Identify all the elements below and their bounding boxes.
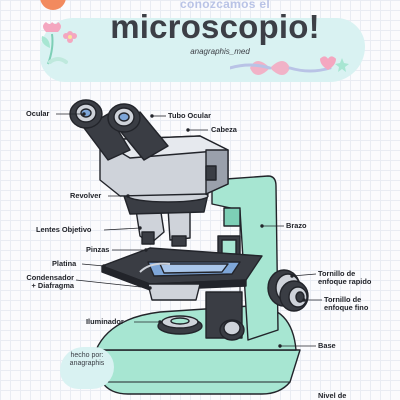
page-title: microscopio! <box>110 8 320 45</box>
credit-text: hecho por: anagraphis <box>69 352 105 367</box>
sun-icon <box>40 0 66 10</box>
label-revolver: Revolver <box>70 191 102 200</box>
label-tornillo-fino: Tornillo de enfoque fino <box>324 295 369 312</box>
label-ocular: Ocular <box>26 109 50 118</box>
label-tornillo-rapido: Tornillo de enfoque rapido <box>318 269 372 286</box>
label-nivelador: Nivel de <box>318 391 347 400</box>
page-subtitle: conozcamos el <box>180 0 270 11</box>
label-tubo-ocular: Tubo Ocular <box>168 111 211 120</box>
label-brazo: Brazo <box>286 221 307 230</box>
label-iluminador: Iluminador <box>86 317 124 326</box>
base-shape <box>89 349 301 395</box>
author-handle: anagraphis_med <box>190 47 250 56</box>
label-base: Base <box>318 341 336 350</box>
credit-background <box>60 347 114 389</box>
ribbon-bow-icon <box>230 56 349 75</box>
tulip-flower-icon <box>41 22 77 65</box>
label-condensador: Condensador + Diafragma <box>26 273 74 290</box>
label-lentes-objetivo: Lentes Objetivo <box>36 225 92 234</box>
label-pinzas: Pinzas <box>86 245 110 254</box>
label-platina: Platina <box>52 259 77 268</box>
label-cabeza: Cabeza <box>211 125 237 134</box>
